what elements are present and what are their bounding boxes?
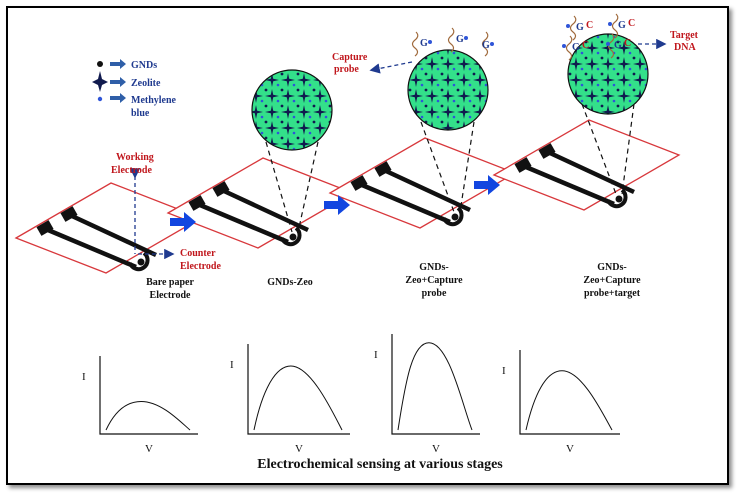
iv-plot-1: IV (82, 356, 198, 455)
target-dna-label-2: DNA (674, 42, 696, 53)
probe-g-label: G (456, 34, 464, 45)
plot-ylabel: I (230, 359, 234, 371)
plot-axes (391, 334, 480, 435)
electrode-target (494, 120, 679, 210)
plot-xlabel: V (295, 443, 303, 455)
stage-arrow-icon (474, 175, 500, 195)
working-electrode-label-1: Working (116, 152, 154, 163)
capture-probe-label-2: probe (334, 64, 359, 75)
iv-curve (105, 400, 191, 431)
target-dna-probes: G C G C G C G C (562, 13, 635, 61)
plot-ylabel: I (374, 349, 378, 361)
stage-arrows (170, 175, 500, 232)
stage-1-label: Electrode (150, 290, 191, 301)
electrode-bare (16, 183, 201, 273)
stage-1-label: Bare paper (146, 277, 194, 288)
plot-ylabel: I (502, 365, 506, 377)
arrow-right-icon (110, 93, 126, 103)
probe-g-label: G (482, 40, 490, 51)
probe-g-label: G (576, 22, 584, 33)
target-zoom-circle (567, 33, 649, 115)
stage-4-label: GNDs- (597, 262, 626, 273)
probe-g-label: G (614, 40, 622, 51)
plot-axes (519, 350, 620, 435)
target-dna-label-1: Target (670, 30, 699, 41)
target-c-label: C (624, 38, 631, 49)
stage-4-label: probe+target (584, 288, 641, 299)
iv-plot-3: IV (374, 334, 480, 455)
capture-probe-arrow (369, 61, 413, 74)
iv-curve (525, 370, 613, 431)
legend-gnds: GNDs (131, 60, 157, 71)
iv-curve (397, 342, 473, 431)
counter-electrode-label-1: Counter (180, 248, 216, 259)
legend-methylene-line2: blue (131, 108, 150, 119)
stage-3-label: Zeo+Capture (405, 275, 463, 286)
zoom-cones (265, 103, 635, 233)
plot-xlabel: V (432, 443, 440, 455)
working-electrode-label-2: Electrode (111, 165, 152, 176)
gnd-dot-icon (97, 61, 103, 67)
iv-plot-2: IV (230, 344, 350, 455)
stage-arrow-icon (170, 212, 196, 232)
probe-g-label: G (618, 20, 626, 31)
stage-3-label: probe (422, 288, 447, 299)
target-c-label: C (628, 18, 635, 29)
iv-curve (253, 365, 343, 431)
arrow-right-icon (110, 77, 126, 87)
plot-xlabel: V (145, 443, 153, 455)
capture-probe-label-1: Capture (332, 52, 368, 63)
gnds-zeo-zoom-circle (251, 69, 333, 151)
legend-methylene: Methylene (131, 95, 177, 106)
zeolite-star-icon (92, 71, 108, 92)
methylene-dot-icon (97, 96, 103, 102)
plot-axes (247, 344, 350, 435)
plot-axes (99, 356, 198, 435)
figure-caption: Electrochemical sensing at various stage… (257, 457, 503, 472)
legend-arrows (110, 59, 126, 103)
stage-labels: Bare paper Electrode GNDs-Zeo GNDs- Zeo+… (146, 262, 641, 301)
arrow-right-icon (110, 59, 126, 69)
stage-4-label: Zeo+Capture (583, 275, 641, 286)
target-c-label: C (582, 40, 589, 51)
target-c-label: C (586, 20, 593, 31)
counter-electrode-label-2: Electrode (180, 261, 221, 272)
schematic-diagram: GNDs Zeolite Methylene blue Working Elec… (8, 13, 699, 472)
stage-3-label: GNDs- (419, 262, 448, 273)
capture-probes: G G G (411, 27, 494, 57)
plot-ylabel: I (82, 371, 86, 383)
iv-plot-4: IV (502, 350, 620, 455)
figure-frame: GNDs Zeolite Methylene blue Working Elec… (6, 6, 729, 485)
stage-2-label: GNDs-Zeo (267, 277, 313, 288)
stage-arrow-icon (324, 195, 350, 215)
plot-xlabel: V (566, 443, 574, 455)
legend: GNDs Zeolite Methylene blue (92, 59, 177, 119)
probe-g-label: G (420, 38, 428, 49)
probe-g-label: G (572, 42, 580, 53)
legend-zeolite: Zeolite (131, 78, 161, 89)
capture-zoom-circle (407, 49, 489, 131)
